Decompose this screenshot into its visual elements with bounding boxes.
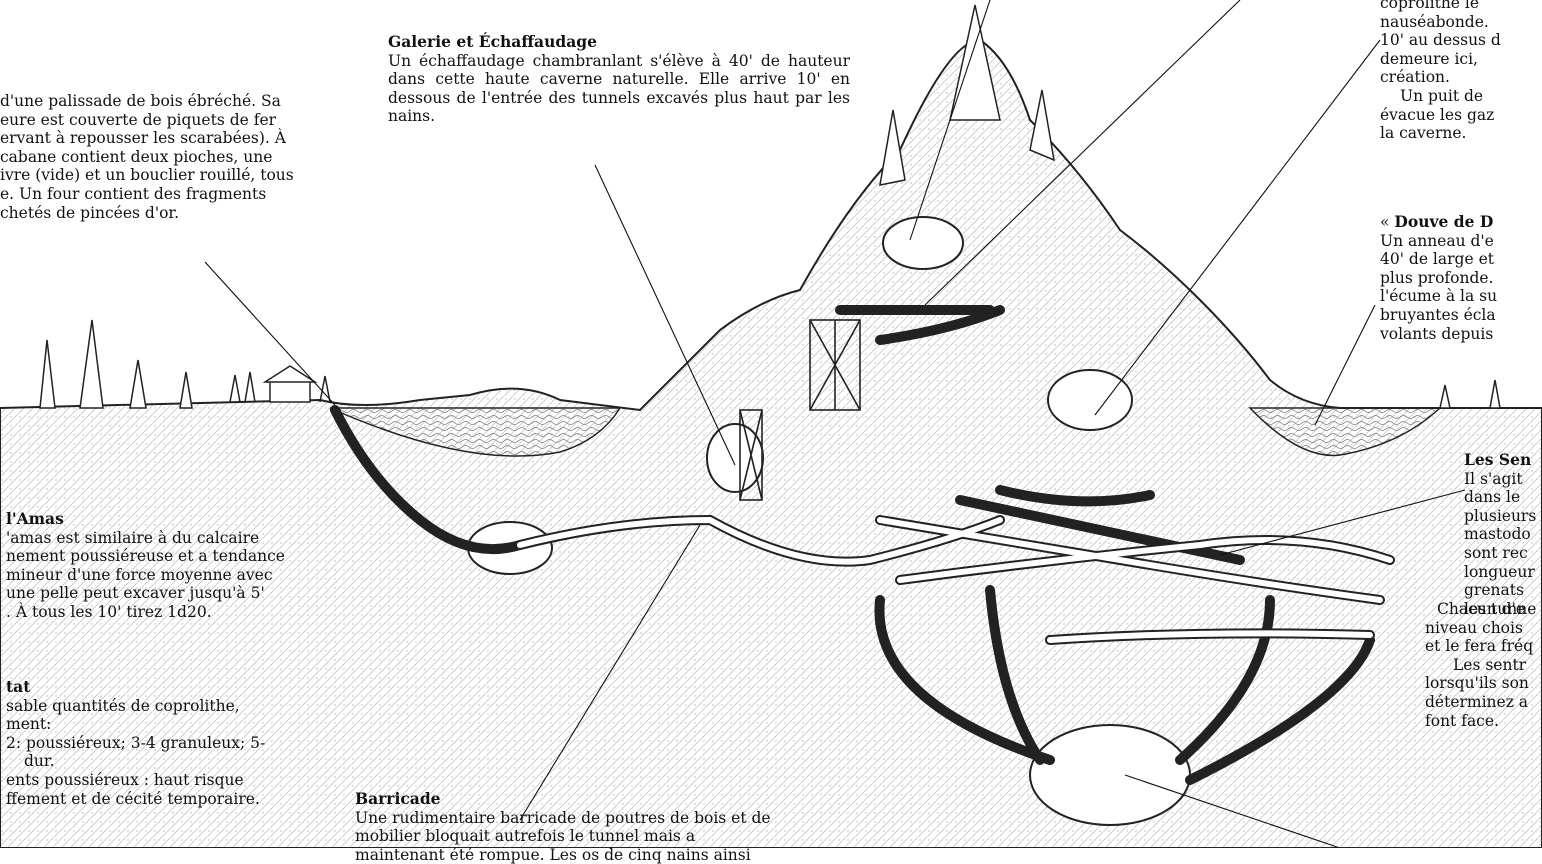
etat-line: ffement et de cécité temporaire. [6,790,336,809]
coprolithe-line: la caverne. [1380,124,1542,143]
sentiers-line: plusieurs [1464,507,1542,526]
sentiers-section-cont: Chacun d'e niveau chois et le fera fréq … [1425,600,1542,730]
etat-section: tat sable quantités de coprolithe, ment:… [6,678,336,808]
palissade-line: ivre (vide) et un bouclier rouillé, tous [0,166,350,185]
barricade-line: Une rudimentaire barricade de poutres de… [355,809,855,828]
sentiers-line: mastodo [1464,525,1542,544]
etat-line: dur. [6,752,336,771]
coprolithe-line: évacue les gaz [1380,106,1542,125]
coprolithe-line: création. [1380,68,1542,87]
galerie-body: Un échaffaudage chambranlant s'élève à 4… [388,52,850,126]
barricade-line: maintenant été rompue. Les os de cinq na… [355,846,855,864]
coprolithe-line: demeure ici, [1380,50,1542,69]
sentiers-line: font face. [1425,712,1542,731]
galerie-title: Galerie et Échaffaudage [388,33,850,52]
douve-line: 40' de large et [1380,250,1542,269]
amas-line: nement poussiéreuse et a tendance [6,547,336,566]
amas-section: l'Amas 'amas est similaire à du calcaire… [6,510,336,622]
hut-palisade [230,366,330,402]
sentiers-line: grenats [1464,581,1542,600]
sentiers-line: Chacun d'e [1425,600,1542,619]
douve-line: l'écume à la su [1380,287,1542,306]
sentiers-line: Il s'agit [1464,470,1542,489]
douve-line: volants depuis [1380,325,1542,344]
amas-title: l'Amas [6,510,336,529]
douve-title-prefix: « [1380,213,1389,231]
palissade-line: d'une palissade de bois ébréché. Sa [0,92,350,111]
coprolithe-line: nauséabonde. [1380,13,1542,32]
coprolithe-line: 10' au dessus d [1380,31,1542,50]
douve-line: Un anneau d'e [1380,232,1542,251]
barricade-title: Barricade [355,790,855,809]
palissade-line: e. Un four contient des fragments [0,185,350,204]
palissade-line: ervant à repousser les scarabées). À [0,129,350,148]
palissade-line: cabane contient deux pioches, une [0,148,350,167]
amas-line: . À tous les 10' tirez 1d20. [6,603,336,622]
barricade-section: Barricade Une rudimentaire barricade de … [355,790,855,864]
sentiers-line: sont rec [1464,544,1542,563]
amas-line: mineur d'une force moyenne avec [6,566,336,585]
douve-section: « Douve de D Un anneau d'e 40' de large … [1380,213,1542,343]
sentiers-title: Les Sen [1464,451,1542,470]
douve-line: bruyantes écla [1380,306,1542,325]
amas-line: une pelle peut excaver jusqu'à 5' [6,584,336,603]
palissade-line: chetés de pincées d'or. [0,204,350,223]
sentiers-line: Les sentr [1425,656,1542,675]
sentiers-line: lorsqu'ils son [1425,674,1542,693]
sentiers-line: dans le [1464,488,1542,507]
coprolithe-section: coprolithe le nauséabonde. 10' au dessus… [1380,0,1542,143]
etat-line: ents poussiéreux : haut risque [6,771,336,790]
etat-line: 2: poussiéreux; 3-4 granuleux; 5- [6,734,336,753]
sentiers-section: Les Sen Il s'agit dans le plusieurs mast… [1436,451,1542,618]
amas-line: 'amas est similaire à du calcaire [6,529,336,548]
douve-title: Douve de D [1394,212,1493,231]
coprolithe-line: coprolithe le [1380,0,1542,13]
sentiers-line: longueur [1464,563,1542,582]
etat-line: ment: [6,715,336,734]
sentiers-line: déterminez a [1425,693,1542,712]
sentiers-line: niveau chois [1425,619,1542,638]
etat-line: sable quantités de coprolithe, [6,697,336,716]
douve-line: plus profonde. [1380,269,1542,288]
etat-title: tat [6,678,336,697]
galerie-section: Galerie et Échaffaudage Un échaffaudage … [388,33,850,126]
coprolithe-line: Un puit de [1380,87,1542,106]
palissade-line: eure est couverte de piquets de fer [0,111,350,130]
palissade-section: d'une palissade de bois ébréché. Sa eure… [0,92,350,222]
barricade-line: mobilier bloquait autrefois le tunnel ma… [355,827,855,846]
sentiers-line: et le fera fréq [1425,637,1542,656]
